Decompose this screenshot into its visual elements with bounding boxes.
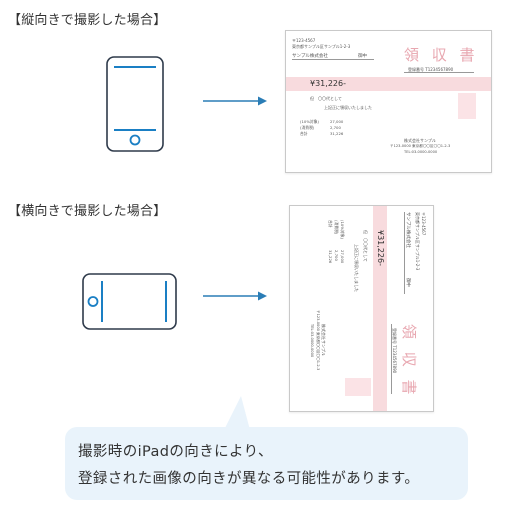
receipt-stamp-area	[458, 93, 476, 119]
receipt-stamp-area	[345, 378, 371, 396]
receipt-amount: ¥31,226-	[310, 79, 346, 88]
receipt-issuer-tel: TEL:03-0000-0000	[310, 324, 314, 358]
tablet-portrait-icon	[106, 56, 164, 152]
receipt-company: サンプル株式会社	[405, 212, 410, 248]
receipt-amount-band	[286, 77, 491, 91]
receipt-underline	[292, 59, 374, 60]
receipt-reg-number: 登録番号 T1234567890	[408, 67, 454, 72]
receipt-breakdown-value: 2,700	[334, 250, 339, 261]
receipt-issuer-address: 〒123-0000 東京都〇〇区〇〇1-2-3	[316, 310, 320, 371]
receipt-proviso: 但 〇〇代として	[363, 230, 368, 262]
receipt-postal: 〒123-4567	[421, 212, 426, 236]
receipt-breakdown-value: 31,226	[330, 131, 344, 136]
receipt-breakdown-value: 27,000	[330, 119, 344, 124]
section-heading-portrait: 【縦向きで撮影した場合】	[8, 13, 167, 28]
receipt-amount: ¥31,226-	[376, 230, 385, 266]
receipt-issuer-tel: TEL:03-0000-0000	[404, 150, 438, 154]
receipt-breakdown-value: 2,700	[330, 125, 341, 130]
receipt-breakdown-value: 27,000	[340, 250, 345, 264]
receipt-title: 領 収 書	[400, 324, 418, 399]
receipt-issuer-address: 〒123-0000 東京都〇〇区〇〇1-2-3	[390, 144, 451, 148]
note-line-2: 登録された画像の向きが異なる可能性があります。	[78, 471, 420, 487]
section-heading-landscape: 【横向きで撮影した場合】	[8, 204, 167, 219]
receipt-company: サンプル株式会社	[292, 54, 328, 59]
receipt-breakdown-label: (10%対象)	[340, 220, 345, 239]
receipt-received-text: 上記正に領収いたしました	[324, 105, 372, 110]
receipt-underline	[391, 324, 392, 394]
receipt-honorific: 御中	[358, 54, 367, 59]
receipt-issuer: 株式会社サンプル	[404, 138, 436, 143]
receipt-address: 東京都サンプル区サンプル1-2-3	[415, 212, 420, 271]
receipt-underline	[404, 72, 474, 73]
arrow-right-icon	[203, 96, 267, 106]
receipt-breakdown-label: 合計	[300, 131, 308, 136]
receipt-address: 東京都サンプル区サンプル1-2-3	[292, 44, 351, 49]
receipt-rotated-content: 〒123-4567 東京都サンプル区サンプル1-2-3 サンプル株式会社 御中 …	[292, 206, 433, 411]
note-line-1: 撮影時のiPadの向きにより、	[78, 444, 273, 460]
receipt-preview-landscape: 〒123-4567 東京都サンプル区サンプル1-2-3 サンプル株式会社 御中 …	[289, 205, 434, 412]
receipt-postal: 〒123-4567	[292, 38, 316, 43]
receipt-issuer: 株式会社サンプル	[321, 324, 326, 356]
receipt-honorific: 御中	[405, 278, 410, 287]
receipt-title: 領 収 書	[404, 46, 479, 64]
arrow-right-icon	[203, 291, 267, 301]
receipt-preview-portrait: 〒123-4567 東京都サンプル区サンプル1-2-3 サンプル株式会社 御中 …	[285, 30, 492, 173]
receipt-breakdown-label: 合計	[328, 220, 333, 228]
receipt-breakdown-label: (消費税)	[300, 125, 315, 130]
speech-bubble-tail	[224, 396, 250, 430]
tablet-landscape-icon	[82, 273, 177, 330]
receipt-breakdown-label: (10%対象)	[300, 119, 319, 124]
receipt-received-text: 上記正に領収いたしました	[354, 244, 359, 292]
receipt-proviso: 但 〇〇代として	[310, 96, 342, 101]
receipt-breakdown-label: (消費税)	[334, 220, 339, 235]
receipt-breakdown-value: 31,226	[328, 250, 333, 264]
note-bubble	[65, 427, 468, 500]
receipt-underline	[404, 212, 405, 294]
